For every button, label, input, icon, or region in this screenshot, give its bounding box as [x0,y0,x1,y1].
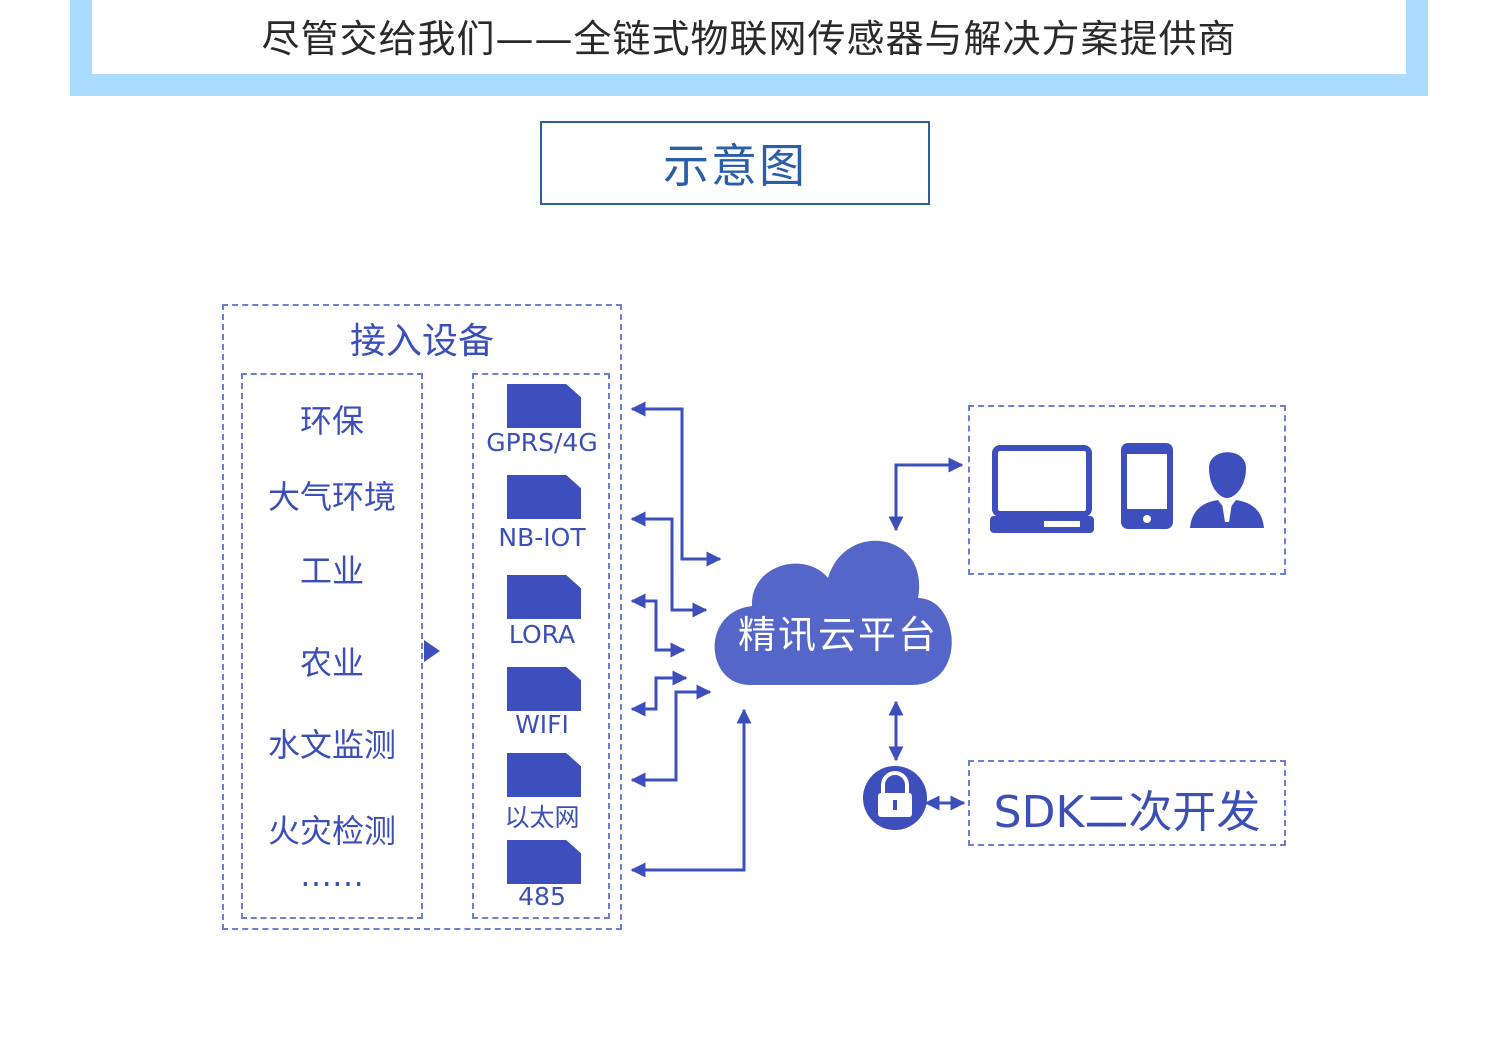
cloud-icon [714,540,952,685]
link-terminals [888,457,964,532]
link-lora [630,593,686,658]
devices-panel [222,304,622,930]
module-chip-icon [507,667,581,711]
link-nbiot [630,511,708,618]
category-item: 环保 [299,402,364,440]
category-item: …… [300,856,364,894]
sdk-label: SDK二次开发 [993,787,1261,838]
top-banner: 尽管交给我们——全链式物联网传感器与解决方案提供商 [70,0,1428,96]
category-item: 农业 [299,644,364,682]
category-item: 火灾检测 [267,812,396,850]
module-chip-icon [507,753,581,797]
link-485 [630,708,752,878]
module-chip-icon [507,840,581,884]
laptop-icon [990,445,1094,533]
flow-arrow-icon [424,640,440,662]
category-item: 大气环境 [267,478,396,516]
terminals-box [968,405,1286,575]
cloud-platform-label: 精讯云平台 [737,613,938,657]
phone-icon [1121,443,1173,529]
banner-text: 尽管交给我们——全链式物联网传感器与解决方案提供商 [261,16,1237,61]
module-label: NB-IOT [498,523,586,552]
modules-box [472,373,610,919]
module-label: LORA [508,620,576,649]
module-label: WIFI [515,710,569,739]
module-label: 485 [518,882,566,911]
lock-icon [863,766,927,830]
module-chip-icon [507,475,581,519]
category-item: 工业 [299,552,364,590]
category-item: 水文监测 [267,726,396,764]
module-chip-icon [507,384,581,428]
banner-inner: 尽管交给我们——全链式物联网传感器与解决方案提供商 [92,0,1406,74]
module-chip-icon [507,575,581,619]
sdk-box [968,760,1286,846]
diagram-title: 示意图 [663,139,807,193]
user-icon [1190,452,1264,528]
link-ethernet [630,684,712,788]
module-label: 以太网 [504,803,580,832]
link-gprs [630,401,722,567]
categories-box [241,373,423,919]
diagram-title-box: 示意图 [540,121,930,205]
devices-title: 接入设备 [349,321,494,362]
module-label: GPRS/4G [486,428,598,457]
